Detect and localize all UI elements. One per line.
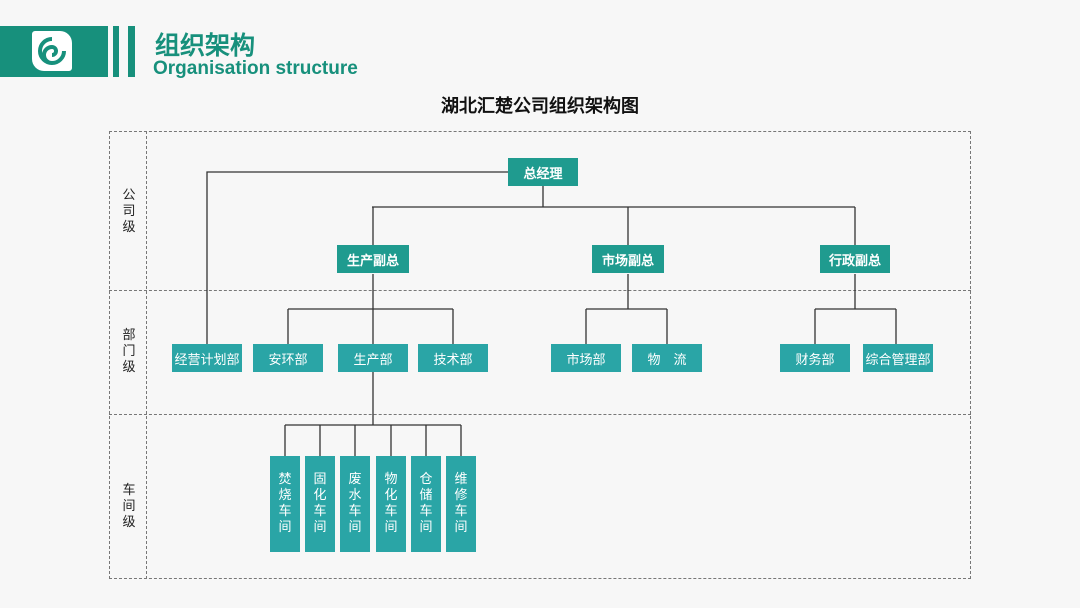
page-title: 组织架构 (155, 31, 256, 60)
swirl-logo-icon (32, 31, 72, 71)
divider (109, 414, 971, 415)
level-label: 部门级 (122, 328, 136, 375)
node-workshop[interactable]: 维修车间 (446, 456, 476, 552)
page-subtitle: Organisation structure (153, 58, 358, 79)
node-logistics[interactable]: 物 流 (632, 344, 702, 372)
node-safety[interactable]: 安环部 (253, 344, 323, 372)
header-stripe (113, 26, 119, 77)
node-ceo[interactable]: 总经理 (508, 158, 578, 186)
chart-title: 湖北汇楚公司组织架构图 (441, 96, 639, 117)
level-label: 公司级 (122, 188, 136, 235)
node-production[interactable]: 生产部 (338, 344, 408, 372)
node-workshop[interactable]: 焚烧车间 (270, 456, 300, 552)
node-vp-market[interactable]: 市场副总 (592, 245, 664, 273)
node-admin[interactable]: 综合管理部 (863, 344, 933, 372)
divider (109, 290, 971, 291)
divider (146, 131, 147, 579)
node-workshop[interactable]: 仓储车间 (411, 456, 441, 552)
node-workshop[interactable]: 废水车间 (340, 456, 370, 552)
node-workshop[interactable]: 物化车间 (376, 456, 406, 552)
header-stripe (128, 26, 135, 77)
node-planning[interactable]: 经营计划部 (172, 344, 242, 372)
chart-frame (109, 131, 971, 579)
node-vp-admin[interactable]: 行政副总 (820, 245, 890, 273)
node-workshop[interactable]: 固化车间 (305, 456, 335, 552)
node-vp-production[interactable]: 生产副总 (337, 245, 409, 273)
node-market[interactable]: 市场部 (551, 344, 621, 372)
node-tech[interactable]: 技术部 (418, 344, 488, 372)
level-label: 车间级 (122, 483, 136, 530)
node-finance[interactable]: 财务部 (780, 344, 850, 372)
